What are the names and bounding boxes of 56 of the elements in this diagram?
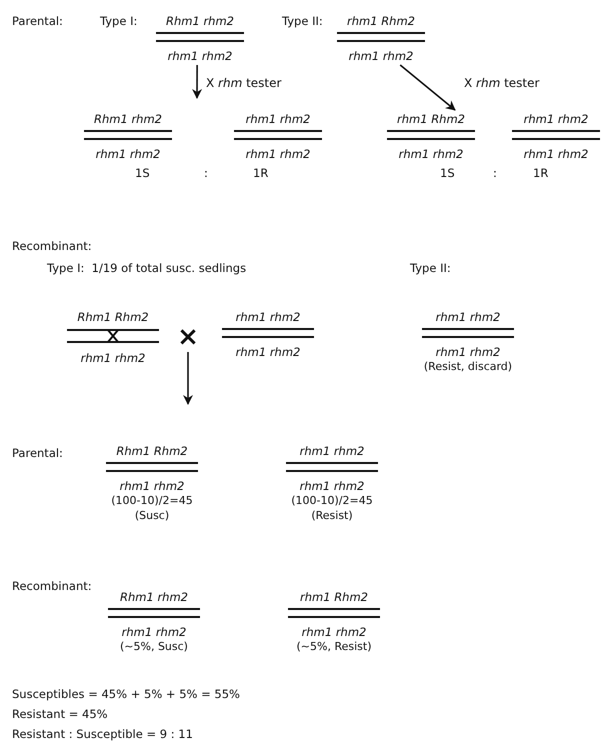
text-label: :	[204, 166, 208, 180]
phenotype-note: (Resist)	[311, 508, 353, 523]
text-label: Resistant = 45%	[12, 707, 108, 721]
genotype-text: rhm1 rhm2	[302, 625, 366, 639]
text-label: Type II:	[410, 261, 451, 275]
genotype-text: rhm1 rhm2	[246, 147, 310, 161]
genotype-text: rhm1 rhm2	[300, 479, 364, 493]
text-label: Resistant : Susceptible = 9 : 11	[12, 727, 193, 741]
text-label: Recombinant:	[12, 579, 92, 593]
phenotype-note: (100-10)/2=45	[111, 493, 193, 508]
genotype-text: rhm1 rhm2	[96, 147, 160, 161]
genotype-text: rhm1 rhm2	[120, 479, 184, 493]
phenotype-note: (~5%, Susc)	[120, 639, 188, 654]
phenotype-note: (~5%, Resist)	[296, 639, 372, 654]
genotype-text: Rhm1 rhm2	[120, 590, 188, 604]
phenotype-note: (100-10)/2=45	[291, 493, 373, 508]
genotype-text: Rhm1 Rhm2	[77, 310, 149, 324]
phenotype-note: (Resist, discard)	[424, 359, 512, 374]
cross-symbol: ×	[177, 324, 199, 350]
arrow	[400, 64, 456, 111]
ratio-text: 1R	[533, 166, 548, 180]
genotype-text: rhm1 rhm2	[524, 147, 588, 161]
genotype-text: rhm1 rhm2	[168, 49, 232, 63]
arrow	[192, 65, 202, 99]
arrow	[183, 352, 193, 405]
genotype-text: Rhm1 rhm2	[94, 112, 162, 126]
genotype-text: Rhm1 Rhm2	[116, 444, 188, 458]
genotype-text: rhm1 rhm2	[236, 345, 300, 359]
text-label: Type II:	[282, 14, 323, 28]
genotype-text: rhm1 Rhm2	[300, 590, 368, 604]
genotype-text: rhm1 rhm2	[236, 310, 300, 324]
text-label: Type I: 1/19 of total susc. sedlings	[47, 261, 246, 275]
genotype-text: rhm1 rhm2	[122, 625, 186, 639]
phenotype-note: (Susc)	[134, 508, 170, 523]
text-label: Susceptibles = 45% + 5% + 5% = 55%	[12, 687, 240, 701]
text-label: Parental:	[12, 14, 63, 28]
genotype-text: rhm1 Rhm2	[397, 112, 465, 126]
ratio-text: 1S	[440, 166, 455, 180]
genotype-text: rhm1 rhm2	[348, 49, 414, 63]
text-label: :	[493, 166, 497, 180]
genotype-text: rhm1 rhm2	[524, 112, 588, 126]
ratio-text: 1S	[135, 166, 150, 180]
text-label: Recombinant:	[12, 239, 92, 253]
genotype-text: rhm1 rhm2	[436, 310, 500, 324]
ratio-text: 1R	[253, 166, 268, 180]
genotype-text: Rhm1 rhm2	[166, 14, 234, 28]
text-label: Parental:	[12, 446, 63, 460]
genotype-text: rhm1 rhm2	[300, 444, 364, 458]
genotype-text: rhm1 Rhm2	[347, 14, 415, 28]
genotype-text: rhm1 rhm2	[398, 147, 464, 161]
genotype-text: rhm1 rhm2	[436, 345, 500, 359]
genotype-text: rhm1 rhm2	[80, 351, 146, 365]
edge-label: X rhm tester	[204, 76, 284, 90]
genotype-text: rhm1 rhm2	[246, 112, 310, 126]
text-label: Type I:	[100, 14, 138, 28]
edge-label: X rhm tester	[462, 76, 542, 90]
